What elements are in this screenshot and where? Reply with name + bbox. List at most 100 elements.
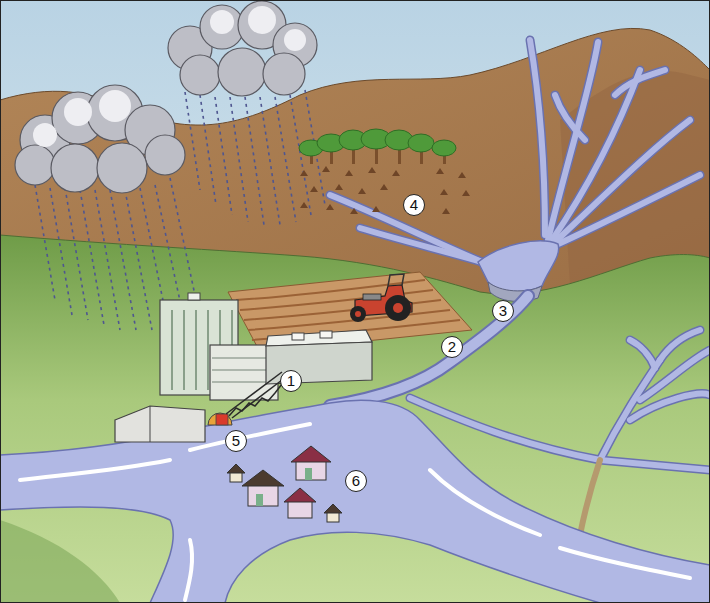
flood-plain	[190, 424, 310, 450]
houses	[227, 446, 342, 522]
crane	[232, 377, 286, 418]
callout-number: 5	[225, 430, 247, 452]
houses	[227, 464, 245, 473]
forest	[432, 140, 456, 156]
cloud	[145, 135, 185, 175]
cloud	[248, 6, 276, 34]
forest	[350, 208, 358, 214]
cloud	[210, 10, 234, 34]
factory-buildings	[195, 310, 197, 390]
cloud	[284, 29, 306, 51]
cloud	[64, 98, 92, 126]
forest	[462, 190, 470, 196]
stream	[360, 228, 482, 262]
tractor	[350, 274, 412, 322]
stream	[330, 195, 482, 262]
rain	[200, 95, 216, 205]
cloud	[263, 53, 305, 95]
stream	[556, 175, 700, 245]
rain	[65, 188, 88, 320]
forest	[300, 170, 308, 176]
stream	[630, 394, 710, 420]
cloud	[51, 144, 99, 192]
rain	[260, 97, 280, 225]
forest	[440, 189, 448, 195]
factory-buildings	[188, 293, 200, 300]
rain	[170, 178, 196, 300]
stream	[580, 460, 600, 535]
rain	[110, 190, 136, 330]
stream	[556, 175, 700, 245]
stream	[630, 340, 655, 368]
tractor	[385, 295, 411, 321]
crane	[226, 372, 282, 414]
rain	[50, 188, 72, 315]
flood-plain	[20, 460, 170, 480]
rain	[95, 190, 120, 330]
rain	[185, 92, 200, 190]
reservoir	[478, 241, 559, 301]
stream	[660, 330, 700, 360]
green-hills	[0, 520, 120, 603]
flood-plain	[0, 400, 710, 603]
stream	[555, 120, 690, 242]
factory-buildings	[292, 333, 304, 340]
forest	[345, 170, 353, 176]
forest	[335, 184, 343, 190]
cloud	[97, 143, 147, 193]
crane	[115, 406, 205, 442]
houses	[284, 488, 316, 502]
factory-buildings	[207, 310, 209, 390]
tractor	[363, 294, 381, 300]
forest	[368, 167, 376, 173]
cloud	[200, 5, 244, 49]
forest	[322, 166, 330, 172]
rain	[155, 185, 183, 315]
rain	[215, 97, 232, 215]
factory-buildings	[320, 331, 332, 338]
stream	[530, 40, 545, 235]
stream	[330, 195, 482, 262]
rain	[230, 97, 248, 222]
cloud	[218, 48, 266, 96]
crane	[226, 372, 286, 418]
forest	[392, 170, 400, 176]
forest	[372, 206, 380, 212]
cloud	[180, 55, 220, 95]
forest	[436, 168, 444, 174]
houses	[248, 484, 278, 506]
crane	[216, 414, 228, 425]
flood-plain	[185, 540, 192, 600]
forest	[326, 204, 334, 210]
tractor	[388, 274, 404, 286]
houses	[242, 470, 284, 486]
cloud	[15, 1, 317, 193]
forest	[408, 134, 434, 152]
crane	[208, 413, 232, 425]
green-hills	[0, 235, 710, 603]
forest	[299, 129, 470, 214]
flood-plain	[0, 400, 710, 603]
cloud	[99, 90, 131, 122]
plowed-field	[248, 310, 450, 330]
factory-buildings	[183, 310, 185, 390]
forest	[380, 184, 388, 190]
houses	[296, 460, 326, 480]
forest	[310, 186, 318, 192]
tractor	[355, 311, 361, 317]
stream	[555, 95, 585, 140]
rain	[125, 190, 152, 330]
cloud	[33, 123, 57, 147]
stream	[615, 70, 665, 95]
forest	[442, 208, 450, 214]
stream	[530, 40, 545, 235]
plowed-field	[228, 272, 472, 352]
crane	[150, 406, 151, 442]
callout-number: 1	[280, 370, 302, 392]
